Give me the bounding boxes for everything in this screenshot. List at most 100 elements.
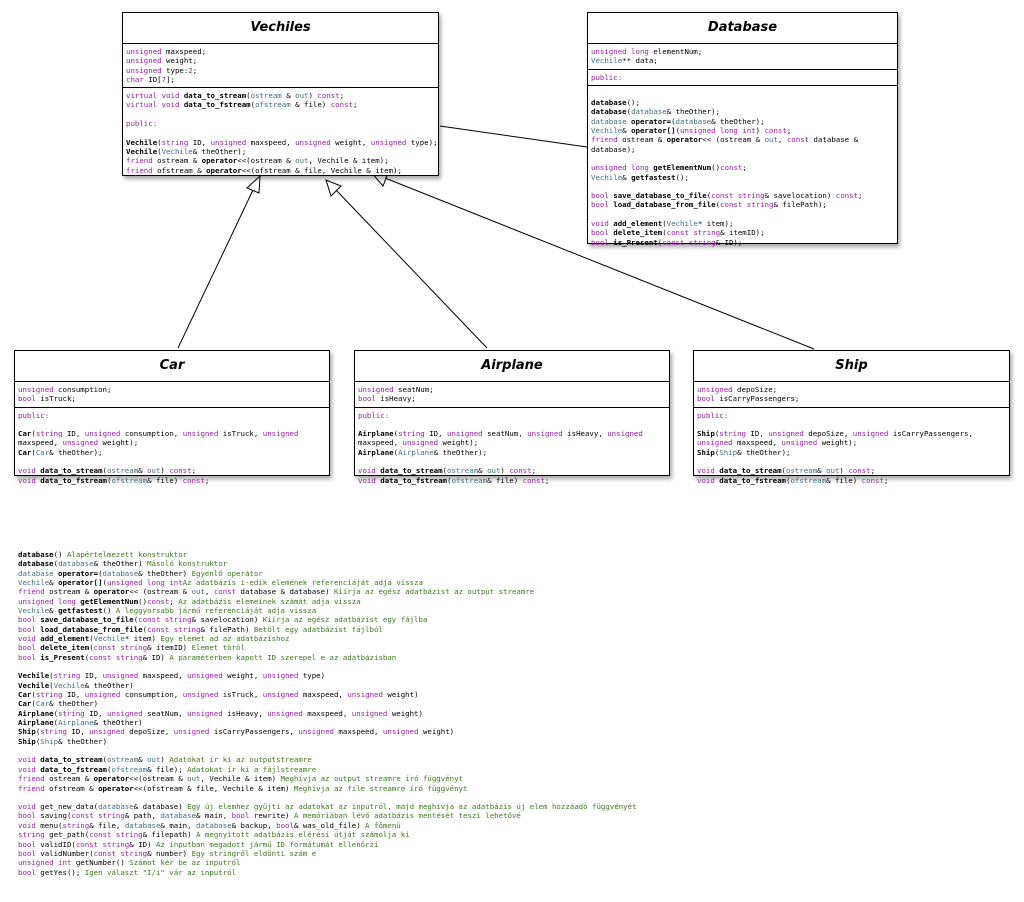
code-token: public: — [358, 410, 390, 420]
code-token: const string — [71, 811, 125, 821]
code-token: virtual void — [126, 100, 184, 110]
code-token: ofstream — [255, 100, 296, 110]
class-car[interactable]: Car unsigned consumption;bool isTruck;pu… — [14, 350, 330, 485]
code-token: string — [18, 830, 50, 840]
code-token: unsigned — [382, 727, 423, 737]
code-token: ( — [142, 624, 148, 634]
code-token: & ID); — [715, 237, 743, 247]
code-token: database & database) — [240, 587, 334, 597]
code-token: ** data; — [622, 56, 658, 66]
ship-inherits-line — [384, 177, 815, 350]
code-line: void data_to_stream(ostream& out) const; — [358, 466, 666, 475]
code-token: Meghívja az file streamre író függvényt — [293, 783, 468, 793]
code-token: data_to_stream — [719, 466, 782, 476]
code-token: Betölt egy adatbázist fájlból — [253, 624, 383, 634]
code-token: <<(ostream & — [237, 156, 296, 166]
code-token: unsigned — [84, 690, 125, 700]
code-token: void — [18, 820, 41, 830]
code-line: bool delete_item(const string& itemID) E… — [18, 643, 637, 652]
code-token: unsigned — [347, 690, 388, 700]
code-token: ( — [393, 429, 399, 439]
code-line: bool load_database_from_file(const strin… — [18, 625, 637, 634]
code-token: out — [191, 587, 205, 597]
class-title: Airplane — [355, 351, 669, 382]
code-line: Vechile(string ID, unsigned maxspeed, un… — [18, 671, 637, 680]
code-token: ) — [160, 755, 170, 765]
code-token: maxspeed; — [166, 47, 207, 56]
code-token: database — [591, 98, 627, 108]
code-token: ( — [89, 643, 94, 653]
code-token: A paraméterben kapott ID szerepel e az a… — [169, 652, 397, 662]
code-token: database & — [813, 135, 859, 145]
code-token: get_path( — [49, 830, 90, 840]
code-token: ID, — [84, 671, 103, 681]
class-title: Car — [15, 351, 329, 382]
code-token: bool — [18, 394, 41, 404]
code-token: string — [398, 429, 430, 439]
code-token: const — [848, 466, 871, 476]
code-token: Vechile — [126, 137, 158, 147]
code-token: const — [509, 466, 532, 476]
code-token: validID( — [40, 839, 76, 849]
code-token: << (ostream & — [702, 135, 765, 145]
code-token: is_Present — [613, 237, 658, 247]
code-line: Vechile(Vechile& theOther); — [126, 147, 435, 156]
code-token: out — [295, 156, 309, 166]
code-token: database — [98, 802, 134, 812]
airplane-inherit-arrowhead — [325, 179, 342, 197]
code-token: operator — [201, 156, 238, 166]
code-line: bool isCarryPassengers; — [697, 394, 1006, 403]
code-token: (); — [626, 98, 640, 108]
code-line: unsigned maxspeed; — [126, 47, 435, 56]
class-airplane[interactable]: Airplane unsigned seatNum;bool isHeavy;p… — [354, 350, 670, 485]
code-token: maxspeed, — [18, 438, 63, 448]
code-token: string — [35, 429, 67, 439]
code-token: unsigned — [102, 671, 143, 681]
code-token: rewrite) — [253, 811, 294, 821]
code-token: ; — [883, 475, 889, 485]
blank-line — [697, 420, 1006, 429]
class-title: Ship — [694, 351, 1009, 382]
code-token: Vechile — [93, 634, 125, 644]
code-token: ; — [339, 91, 345, 101]
class-vechiles[interactable]: Vechiles unsigned maxspeed;unsigned weig… — [122, 12, 439, 176]
code-token: const string — [666, 228, 721, 238]
code-token: , Vechile & item) — [200, 774, 281, 784]
code-token: elementNum; — [653, 47, 703, 56]
code-token: unsigned — [126, 65, 167, 75]
code-token: ( — [781, 466, 786, 476]
code-token: delete_item — [613, 228, 663, 238]
code-token: isCarryPassengers, — [892, 429, 973, 439]
code-line: unsigned maxspeed, unsigned weight); — [697, 438, 1006, 447]
code-token: bool — [591, 237, 614, 247]
code-token: ( — [102, 466, 107, 476]
class-database[interactable]: Database unsigned long elementNum;Vechil… — [587, 12, 898, 247]
code-token: & file, — [89, 820, 125, 830]
code-token: void — [18, 755, 41, 765]
code-token: public: — [18, 410, 50, 420]
code-token: 2 — [188, 65, 193, 75]
code-token: database — [196, 820, 232, 830]
code-token: isTruck, — [222, 690, 263, 700]
code-token: database — [591, 116, 632, 126]
code-token: const — [330, 100, 353, 110]
code-line: friend ostream & operator<< (ostream & o… — [591, 135, 894, 144]
code-token: operator — [93, 587, 130, 597]
code-token: operator — [206, 165, 242, 175]
code-token: operator — [98, 783, 134, 793]
code-token: Airplane — [58, 718, 94, 728]
code-token: save_database_to_file — [40, 615, 134, 625]
code-token: & — [622, 126, 632, 136]
code-token: database — [675, 116, 712, 126]
code-token: & theOther) — [138, 568, 192, 578]
code-token: , Vechile & item); — [308, 156, 389, 166]
code-line: void data_to_stream(ostream& out) Adatok… — [18, 755, 637, 764]
code-token: isHeavy, — [567, 429, 608, 439]
code-token: & — [817, 466, 827, 476]
class-ship[interactable]: Ship unsigned depoSize;bool isCarryPasse… — [693, 350, 1010, 485]
code-token: isTruck; — [40, 394, 76, 404]
code-token: database — [18, 559, 54, 569]
code-token: out — [487, 466, 501, 476]
code-token: consumption; — [58, 385, 112, 394]
